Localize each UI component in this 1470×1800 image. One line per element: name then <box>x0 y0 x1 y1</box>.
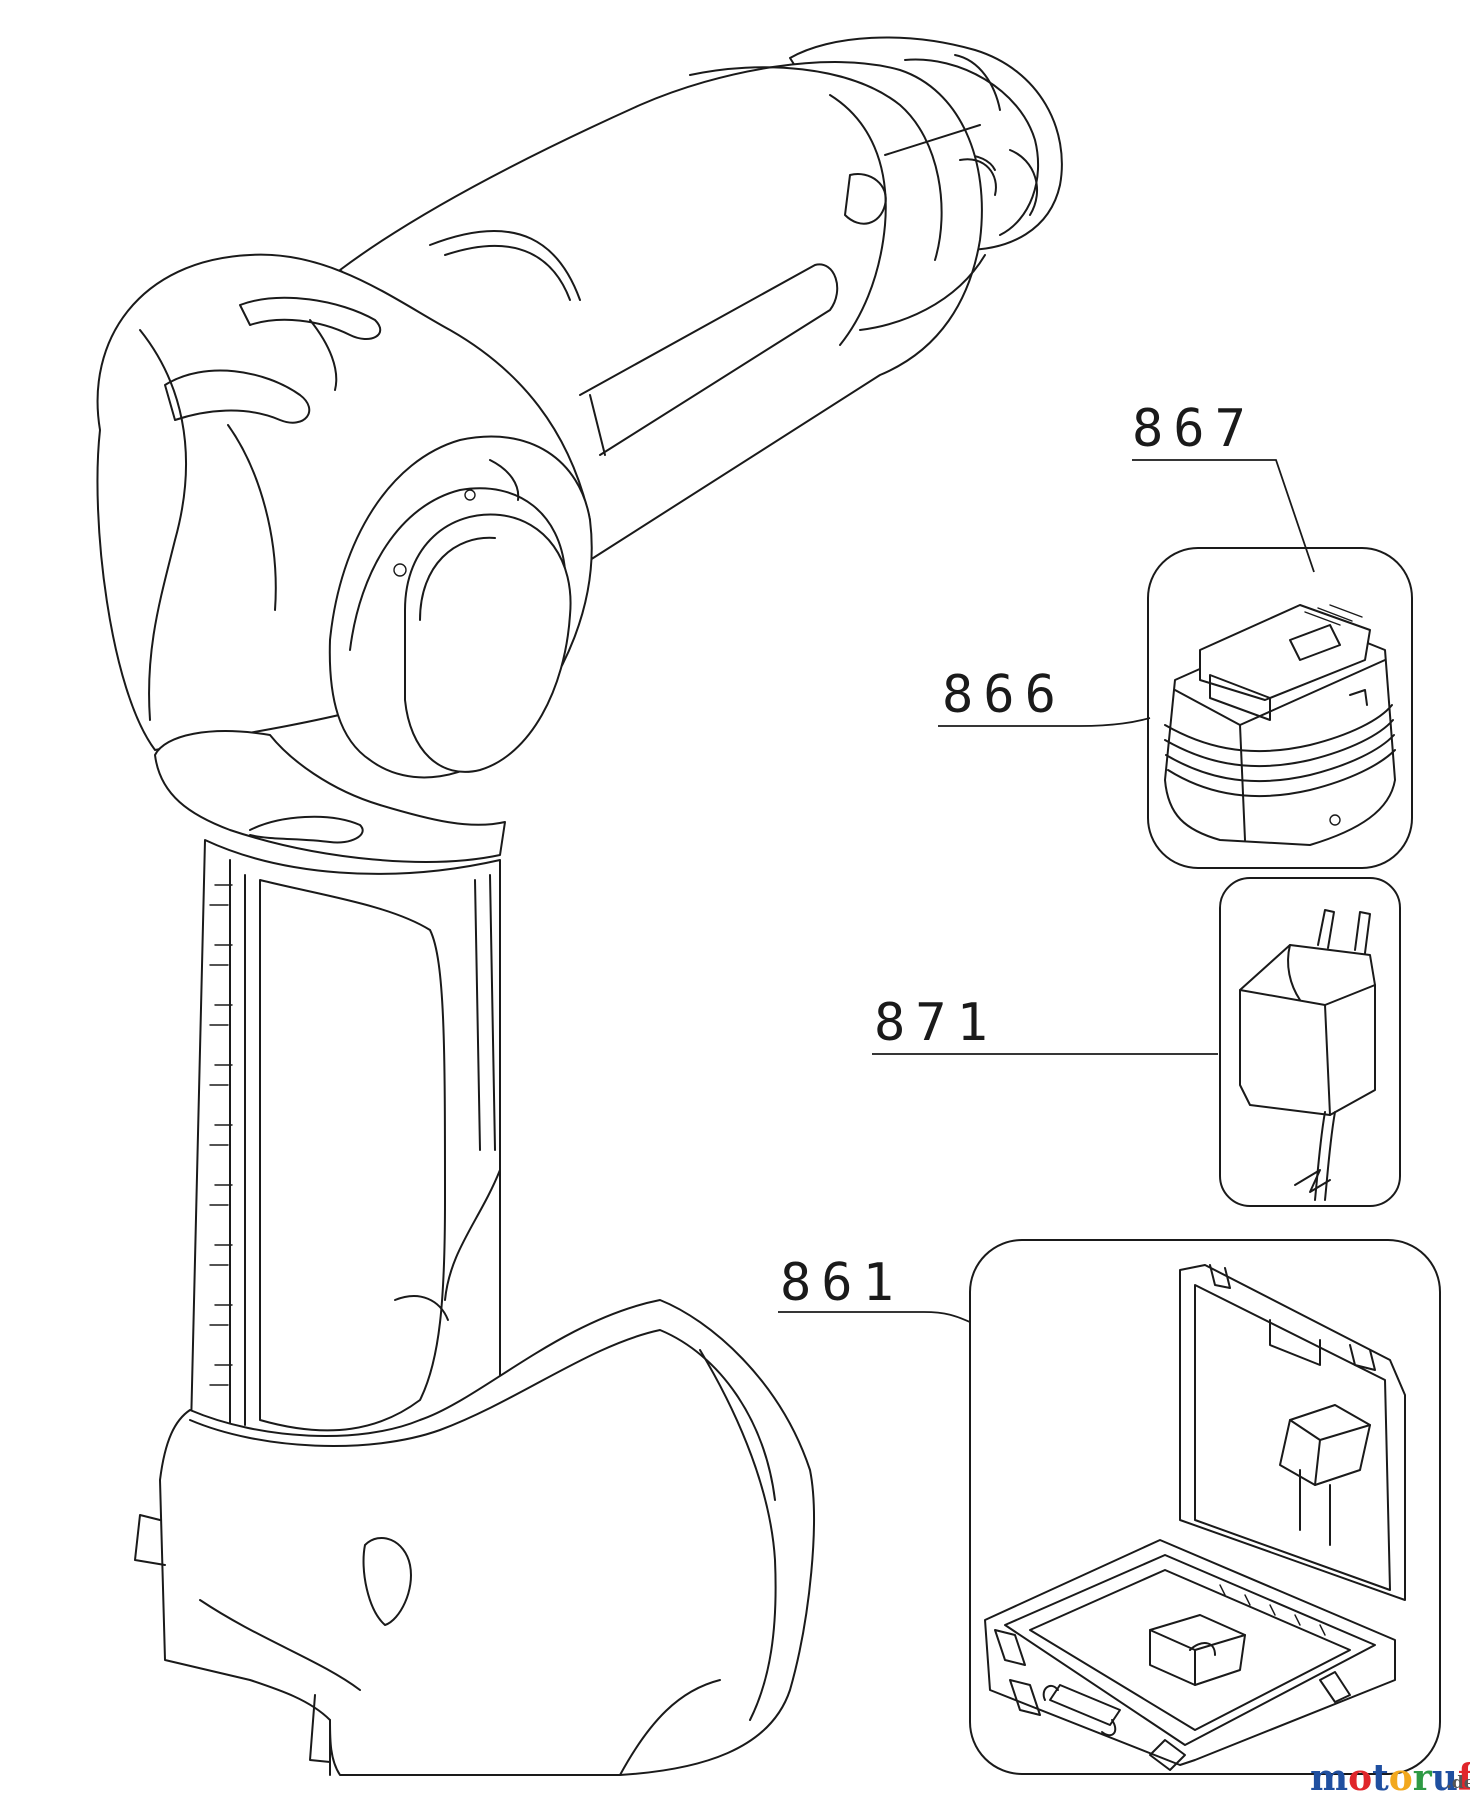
callout-867-label: 867 <box>1132 399 1256 459</box>
leader-861 <box>778 1311 971 1323</box>
part-866-battery-pack <box>1164 604 1396 846</box>
callout-871-label: 871 <box>874 993 998 1053</box>
wm-letter-2: t <box>1372 1757 1389 1799</box>
wm-letter-3: o <box>1389 1757 1413 1799</box>
wm-letter-4: r <box>1413 1757 1433 1799</box>
leader-866 <box>938 717 1151 727</box>
wm-suffix: .de <box>1446 1773 1470 1793</box>
callout-866-label: 866 <box>942 665 1066 725</box>
wm-letter-5: u <box>1432 1757 1458 1799</box>
wm-letter-6: f <box>1458 1757 1470 1799</box>
drill-housing <box>339 61 997 561</box>
leader-867 <box>1132 459 1315 573</box>
part-871-charger <box>1239 909 1376 1201</box>
drill-pivot-joint <box>328 435 593 779</box>
drill-grip <box>189 839 501 1471</box>
part-861-case <box>984 1264 1406 1771</box>
drill-illustration <box>96 36 1063 1776</box>
watermark-logo: motoruf .de <box>1310 1757 1470 1799</box>
callout-867: 867 <box>1132 399 1315 573</box>
svg-text:motoruf: motoruf <box>1310 1757 1470 1799</box>
callout-871: 871 <box>872 993 1218 1055</box>
wm-letter-0: m <box>1310 1757 1348 1799</box>
callout-861: 861 <box>778 1253 971 1323</box>
callout-861-label: 861 <box>780 1253 904 1313</box>
drill-base <box>134 1299 815 1776</box>
wm-letter-1: o <box>1348 1757 1372 1799</box>
drill-yoke <box>154 730 506 863</box>
callout-866: 866 <box>938 665 1151 727</box>
